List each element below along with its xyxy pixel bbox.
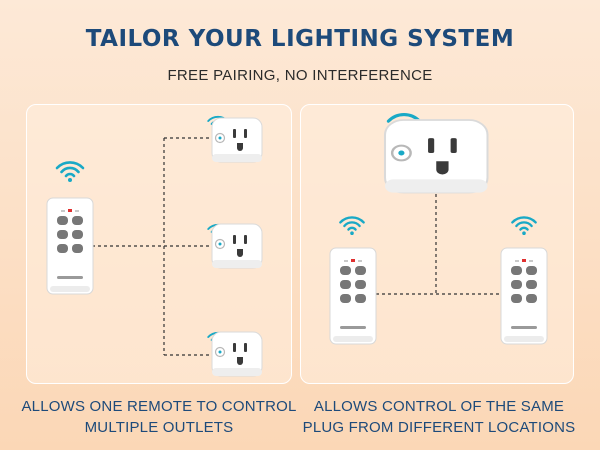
page-subtitle: FREE PAIRING, NO INTERFERENCE — [167, 67, 433, 84]
smart-plug-outlet — [207, 223, 263, 269]
smart-plug-outlet — [207, 331, 263, 377]
connection-lines-left — [92, 137, 211, 356]
smart-plug-outlet — [207, 115, 263, 163]
connection-lines-right — [376, 194, 500, 295]
caption-one-remote: ALLOWS ONE REMOTE TO CONTROL MULTIPLE OU… — [21, 398, 297, 436]
remote-control — [46, 161, 94, 295]
remote-control — [500, 216, 548, 345]
smart-plug-outlet — [383, 112, 489, 194]
caption-multi-remote: ALLOWS CONTROL OF THE SAME PLUG FROM DIF… — [302, 398, 576, 436]
page-title: TAILOR YOUR LIGHTING SYSTEM — [85, 26, 515, 52]
remote-control — [329, 216, 377, 345]
